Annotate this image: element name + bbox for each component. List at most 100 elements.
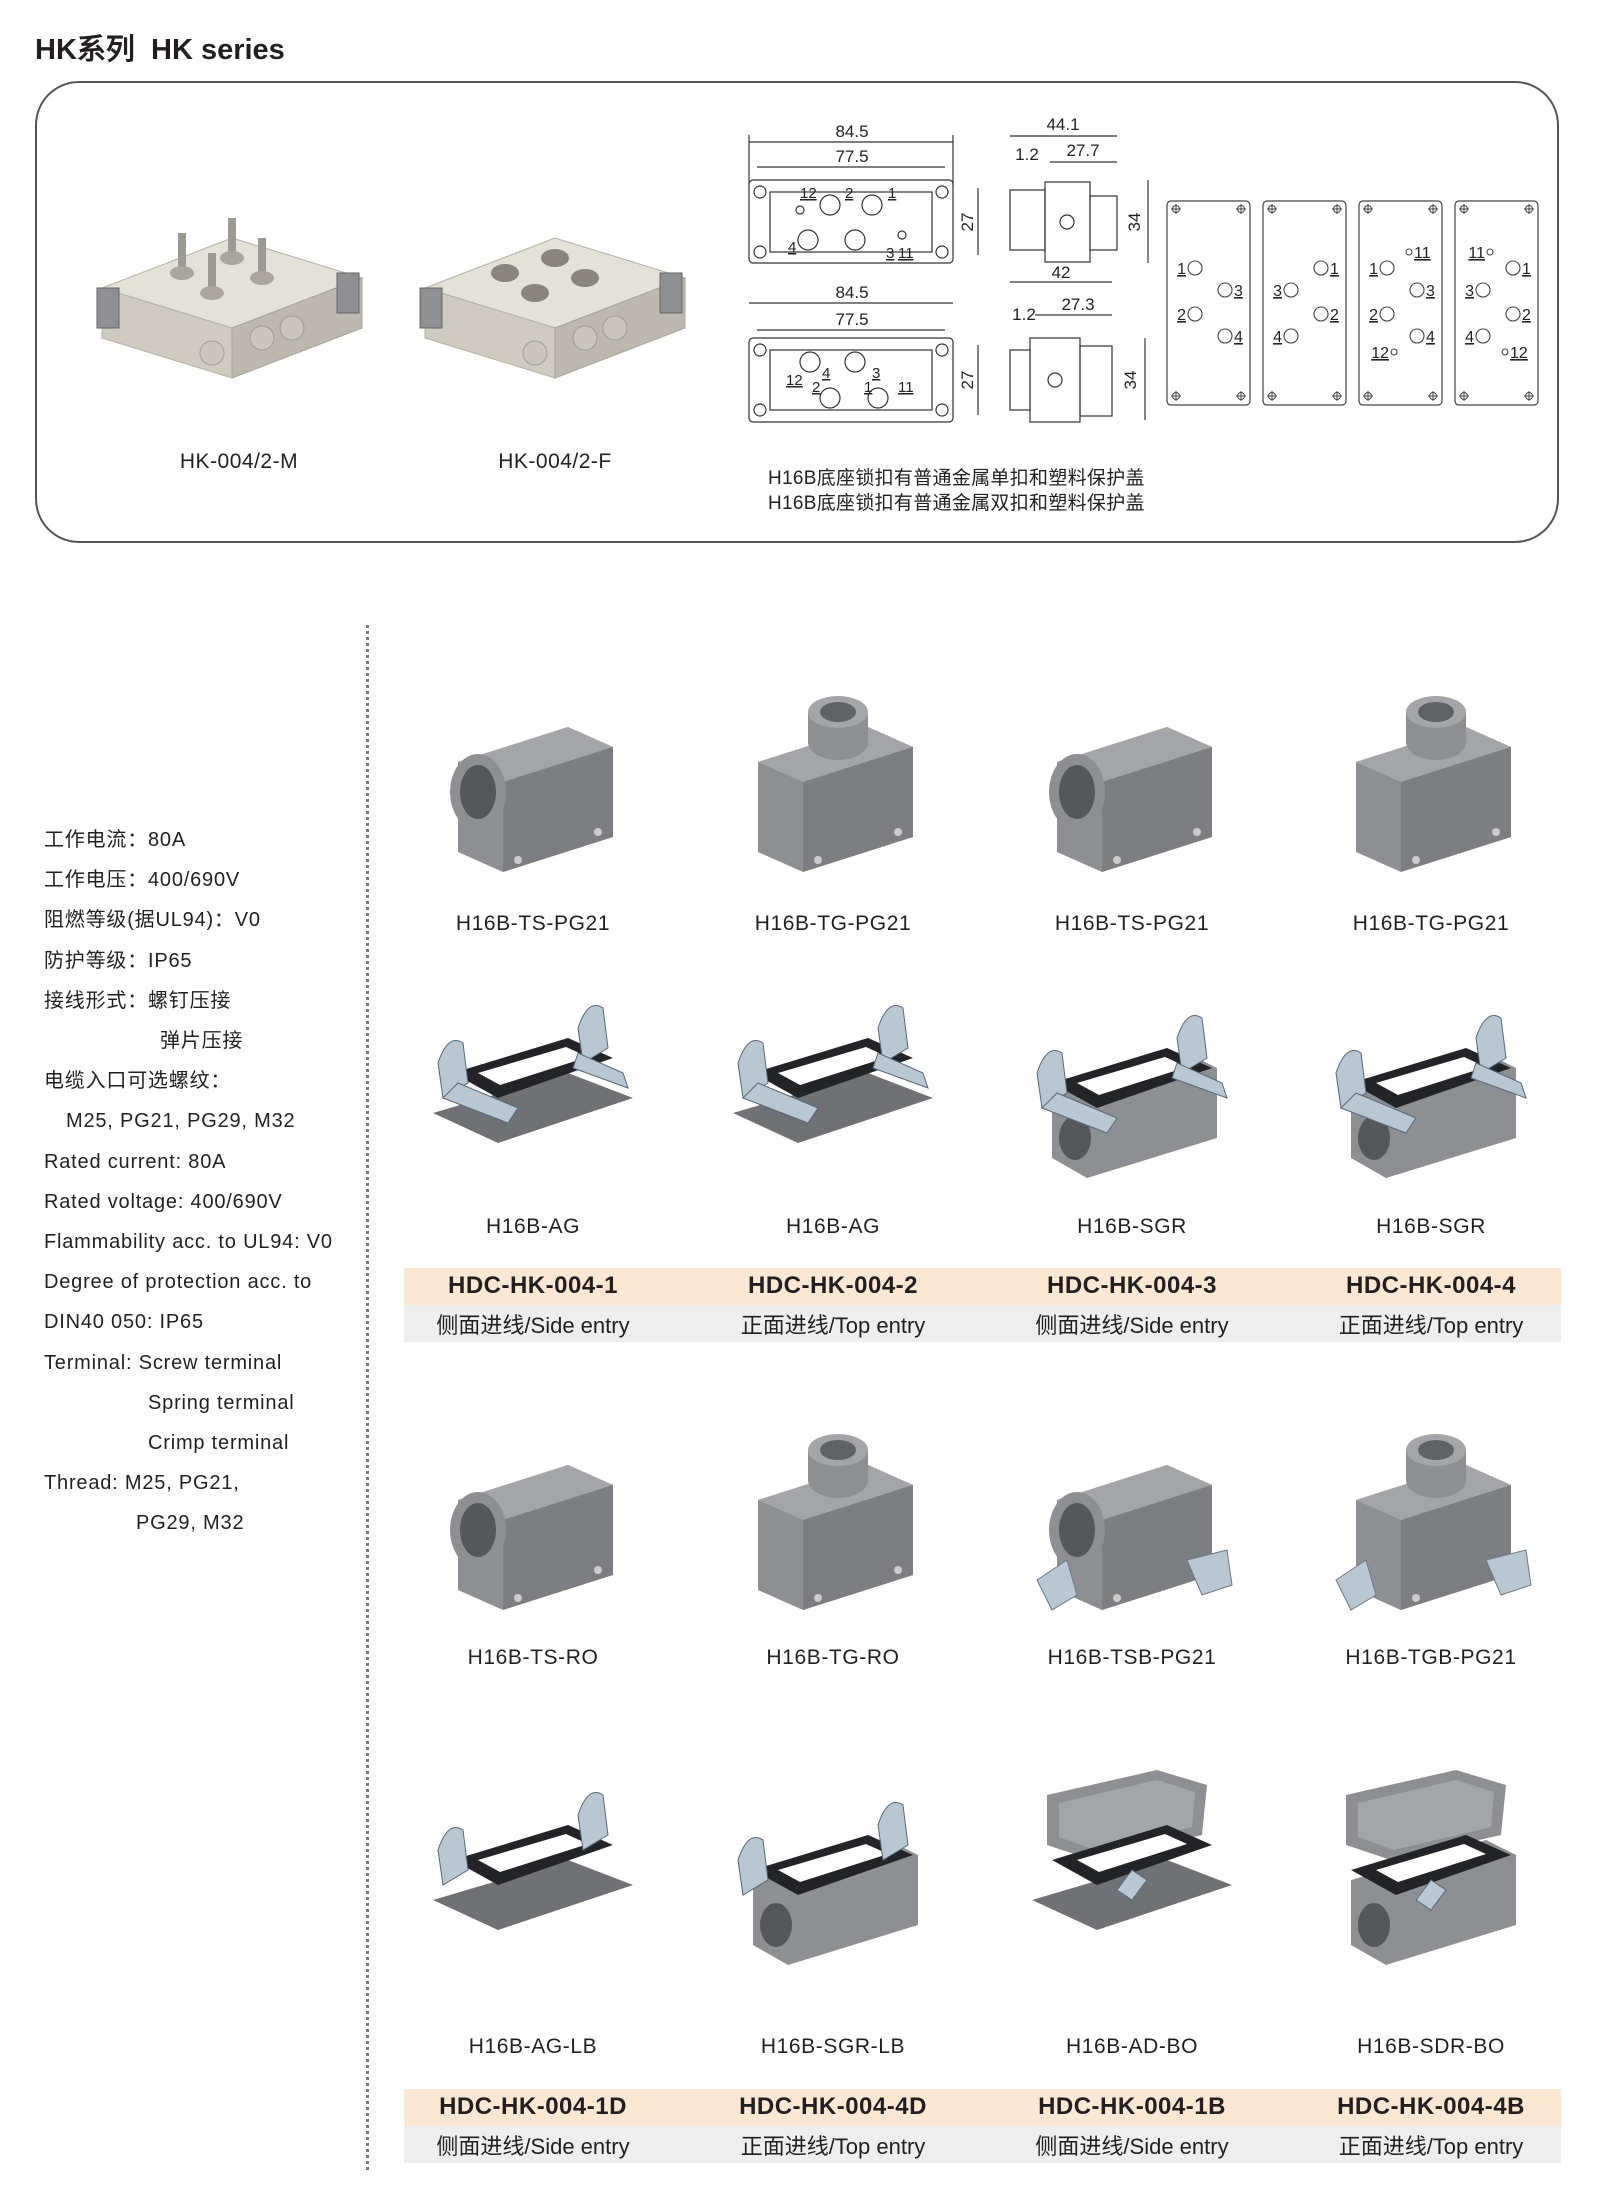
spec-line: Terminal: Screw terminal (44, 1351, 283, 1374)
pin-number: 4 (1234, 329, 1243, 346)
pin-label: 3 (872, 365, 880, 382)
note-double-latch: H16B底座锁扣有普通金属双扣和塑料保护盖 (768, 493, 1145, 514)
product-label: H16B-SGR-LB (760, 2035, 906, 2058)
contact-hole (1187, 306, 1203, 322)
contact-hole (1217, 328, 1233, 344)
overview-panel (35, 81, 1559, 543)
contact-hole (1475, 328, 1491, 344)
hood-side-entry-icon (1049, 727, 1212, 872)
mounting-hole-icon (1236, 391, 1246, 401)
dim-gap: 1.2 (1015, 145, 1039, 164)
pin-number: 3 (1273, 283, 1282, 300)
surface-base-cover-icon (1346, 1770, 1516, 1965)
pin-number: 12 (1371, 345, 1389, 362)
surface-base-lever-icon (737, 1802, 918, 1965)
contact-hole (1390, 348, 1398, 356)
side-view-top: 44.1 1.2 27.7 34 42 (1009, 115, 1149, 283)
mounting-hole-icon (1524, 391, 1534, 401)
product-image (398, 968, 668, 1193)
contact-hole (1313, 306, 1329, 322)
contact-hole (1313, 260, 1329, 276)
product-label: H16B-TS-PG21 (455, 912, 611, 935)
contact-hole (1379, 306, 1395, 322)
pin-number: 4 (1426, 329, 1435, 346)
pin-number: 12 (1510, 345, 1528, 362)
dim-bottom: 42 (1052, 263, 1071, 282)
contact-hole (1283, 328, 1299, 344)
mounting-hole-icon (1171, 391, 1181, 401)
contact-hole (1405, 248, 1413, 256)
pin-label: 11 (898, 379, 914, 396)
product-image (698, 1755, 968, 1980)
panel-base-icon (433, 1005, 633, 1143)
product-code: HDC-HK-004-3 (1046, 1272, 1218, 1299)
pin-label: 2 (812, 379, 820, 396)
product-code: HDC-HK-004-1 (447, 1272, 619, 1299)
hood-top-entry-icon (758, 1434, 913, 1610)
contact-hole (1409, 328, 1425, 344)
spec-line: 防护等级：IP65 (44, 949, 193, 972)
band-bottom (404, 2126, 1561, 2163)
contact-hole (1187, 260, 1203, 276)
contact-hole (1283, 282, 1299, 298)
product-image (1296, 1410, 1566, 1635)
pin-number: 2 (1177, 307, 1186, 324)
dim-width-inner: 77.5 (835, 147, 868, 166)
pin-number: 11 (1414, 245, 1431, 262)
entry-type: 正面进线/Top entry (740, 2134, 926, 2159)
spec-line: M25, PG21, PG29, M32 (66, 1110, 296, 1133)
product-image (1296, 1755, 1566, 1980)
pin-number: 3 (1234, 283, 1243, 300)
dim-gap: 1.2 (1012, 305, 1036, 324)
band-top (404, 1268, 1561, 1305)
spec-line: Thread: M25, PG21, (44, 1472, 240, 1495)
product-label: H16B-AG-LB (468, 2035, 598, 2058)
spec-line: 电缆入口可选螺纹： (44, 1070, 232, 1093)
female-insert-icon (419, 237, 687, 379)
spec-line: 弹片压接 (160, 1030, 244, 1053)
contact-hole (1505, 260, 1521, 276)
product-label: H16B-SGR (1376, 1215, 1486, 1238)
product-image (997, 672, 1267, 897)
front-view-bottom: 84.5 77.5 27 12 2 4 1 3 11 (748, 283, 979, 423)
product-label: H16B-SDR-BO (1357, 2035, 1505, 2058)
hood-side-entry-icon (450, 727, 613, 872)
entry-type: 正面进线/Top entry (740, 1313, 926, 1338)
locking-lever (1176, 1015, 1208, 1074)
contact-hole (1486, 248, 1494, 256)
product-label: H16B-TS-RO (467, 1646, 599, 1669)
mounting-hole-icon (1459, 391, 1469, 401)
pin-number: 4 (1273, 329, 1282, 346)
mounting-hole-icon (1428, 204, 1438, 214)
entry-type: 侧面进线/Side entry (1035, 1313, 1229, 1338)
spec-line: PG29, M32 (136, 1512, 245, 1535)
spec-line: DIN40 050: IP65 (44, 1311, 204, 1334)
dim-height: 27 (958, 213, 977, 232)
panel-base-icon (733, 1005, 933, 1143)
dotted-divider (366, 625, 369, 2170)
mounting-hole-icon (1363, 204, 1373, 214)
product-image (698, 672, 968, 897)
locking-lever (1475, 1015, 1507, 1074)
product-label: H16B-TG-PG21 (1352, 912, 1510, 935)
pin-number: 1 (1177, 261, 1186, 278)
entry-type: 侧面进线/Side entry (436, 1313, 630, 1338)
spec-line: Crimp terminal (148, 1432, 290, 1455)
contact-hole (1409, 282, 1425, 298)
pin-label: 2 (845, 185, 853, 202)
connector-male-label: HK-004/2-M (179, 450, 299, 473)
dim-width-outer: 84.5 (835, 283, 868, 302)
spec-line: 接线形式：螺钉压接 (44, 989, 232, 1012)
pin-number: 1 (1522, 261, 1531, 278)
male-insert-icon (96, 218, 364, 379)
entry-type: 正面进线/Top entry (1338, 1313, 1524, 1338)
spec-line: Degree of protection acc. to (44, 1271, 313, 1294)
dim-width-inner: 77.5 (835, 310, 868, 329)
spec-line: 工作电压：400/690V (44, 869, 241, 892)
specifications: 工作电流：80A 工作电压：400/690V 阻燃等级(据UL94)：V0 防护… (44, 820, 333, 1544)
